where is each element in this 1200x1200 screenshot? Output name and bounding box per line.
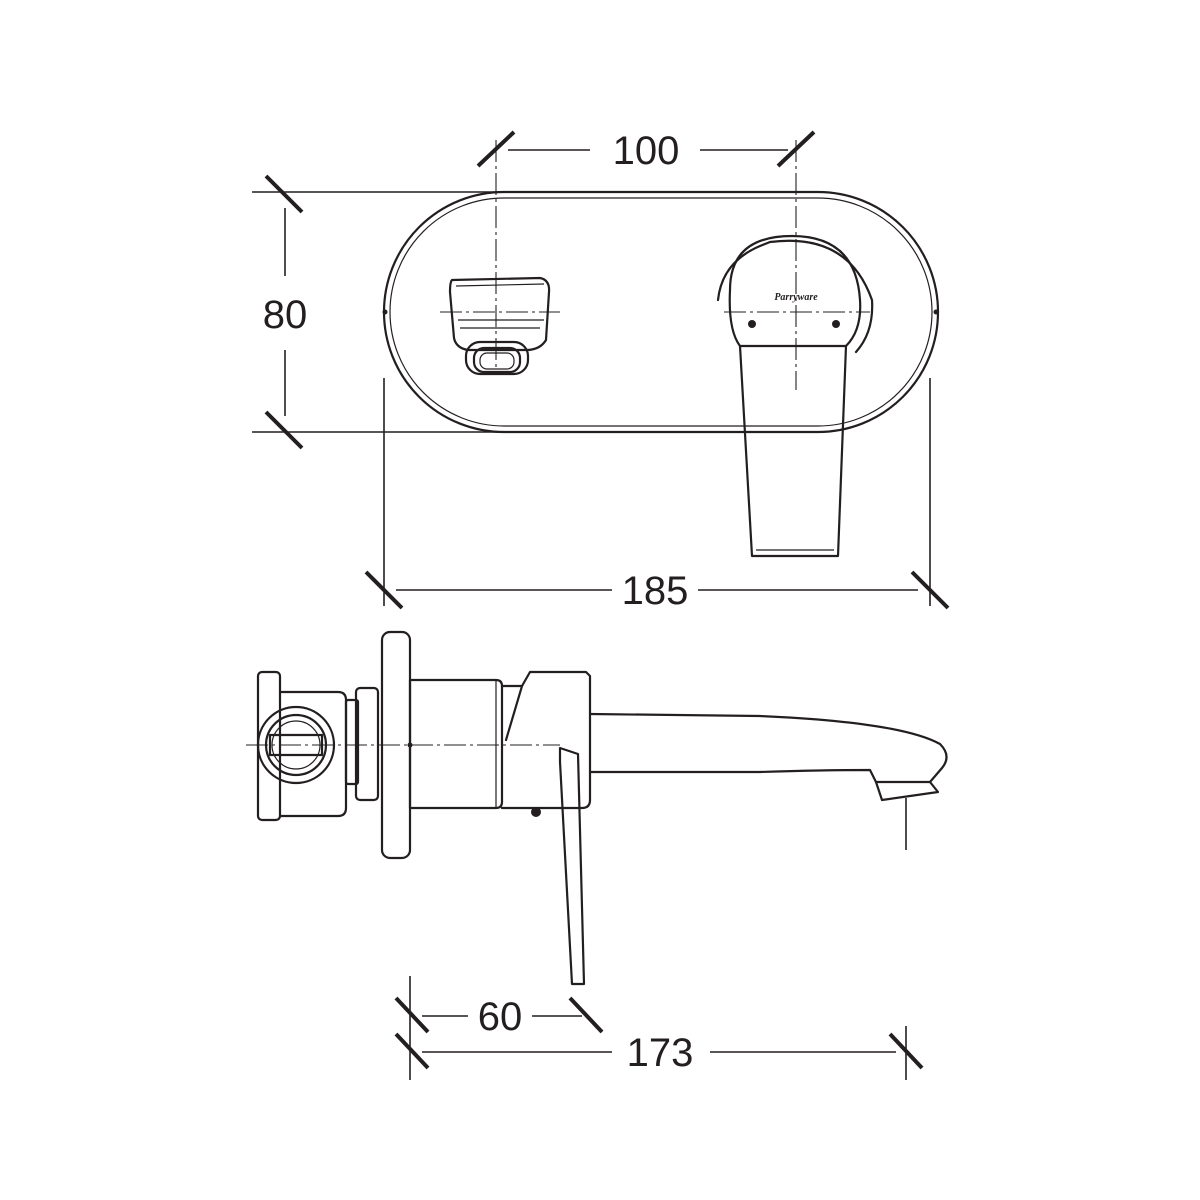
dimension-80: 80	[252, 174, 500, 450]
spout	[588, 712, 948, 784]
front-view: Parryware 100 80	[252, 129, 950, 613]
brand-logo: Parryware	[774, 292, 818, 303]
dim-label-100: 100	[613, 129, 680, 173]
dim-label-60: 60	[478, 995, 523, 1039]
dim-label-173: 173	[627, 1031, 694, 1075]
dim-label-185: 185	[622, 569, 689, 613]
cover-plate-inner-edge	[389, 197, 933, 427]
lever-side	[558, 746, 586, 986]
mixer-body	[408, 678, 504, 810]
dimension-60: 60	[394, 976, 604, 1080]
diverter-knob	[448, 276, 551, 376]
dim-label-80: 80	[263, 293, 308, 337]
dimension-173: 173	[394, 1026, 924, 1080]
dimension-185: 185	[364, 378, 950, 613]
dimension-100: 100	[476, 129, 816, 173]
cover-plate	[382, 190, 940, 434]
lever-handle: Parryware	[716, 234, 874, 558]
inlet-body	[256, 670, 380, 822]
side-view: 60 173	[246, 630, 948, 1080]
